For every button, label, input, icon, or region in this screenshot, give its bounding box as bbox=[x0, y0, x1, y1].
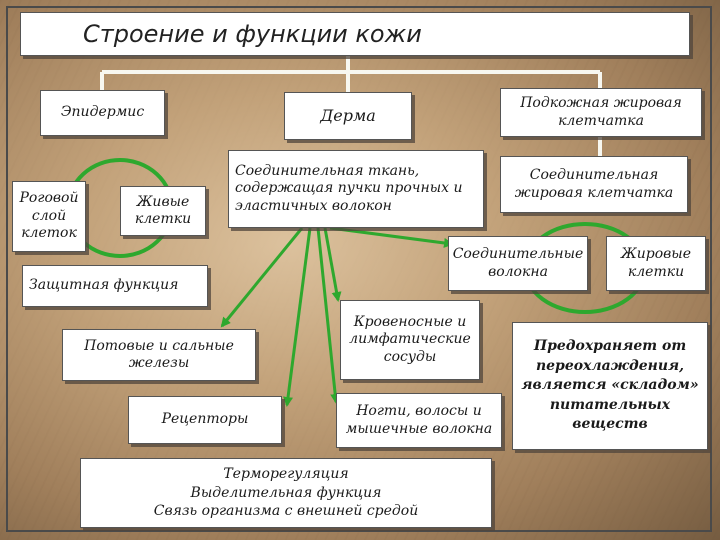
node-connective-fibers: Соединительные волокна bbox=[448, 236, 588, 291]
node-sweat-sebaceous-glands: Потовые и сальные железы bbox=[62, 329, 256, 381]
function-environment-link: Связь организма с внешней средой bbox=[153, 503, 419, 520]
node-subcutaneous: Подкожная жировая клетчатка bbox=[500, 88, 702, 137]
node-protects-text: Предохраняет от переохлаждения, является… bbox=[512, 322, 708, 450]
tree-connectors bbox=[100, 56, 602, 156]
node-connective-fat-tissue: Соединительная жировая клетчатка bbox=[500, 156, 688, 213]
function-thermoregulation: Терморегуляция bbox=[223, 465, 349, 482]
node-living-cells: Живые клетки bbox=[120, 186, 206, 236]
node-blood-lymph-vessels: Кровеносные и лимфатические сосуды bbox=[340, 300, 480, 380]
green-arrows bbox=[220, 226, 454, 407]
node-connective-tissue: Соединительная ткань, содержащая пучки п… bbox=[228, 150, 484, 228]
page-title: Строение и функции кожи bbox=[20, 12, 690, 56]
node-fat-cells: Жировые клетки bbox=[606, 236, 706, 291]
function-excretory: Выделительная функция bbox=[190, 484, 382, 501]
node-protective-function: Защитная функция bbox=[22, 265, 208, 307]
node-derma: Дерма bbox=[284, 92, 412, 140]
node-receptors: Рецепторы bbox=[128, 396, 282, 444]
node-epidermis: Эпидермис bbox=[40, 90, 165, 136]
node-stratum-corneum: Роговой слой клеток bbox=[12, 181, 86, 252]
node-functions-list: Терморегуляция Выделительная функция Свя… bbox=[80, 458, 492, 528]
node-nails-hair-muscle: Ногти, волосы и мышечные волокна bbox=[336, 393, 502, 448]
slide-frame bbox=[6, 6, 712, 532]
